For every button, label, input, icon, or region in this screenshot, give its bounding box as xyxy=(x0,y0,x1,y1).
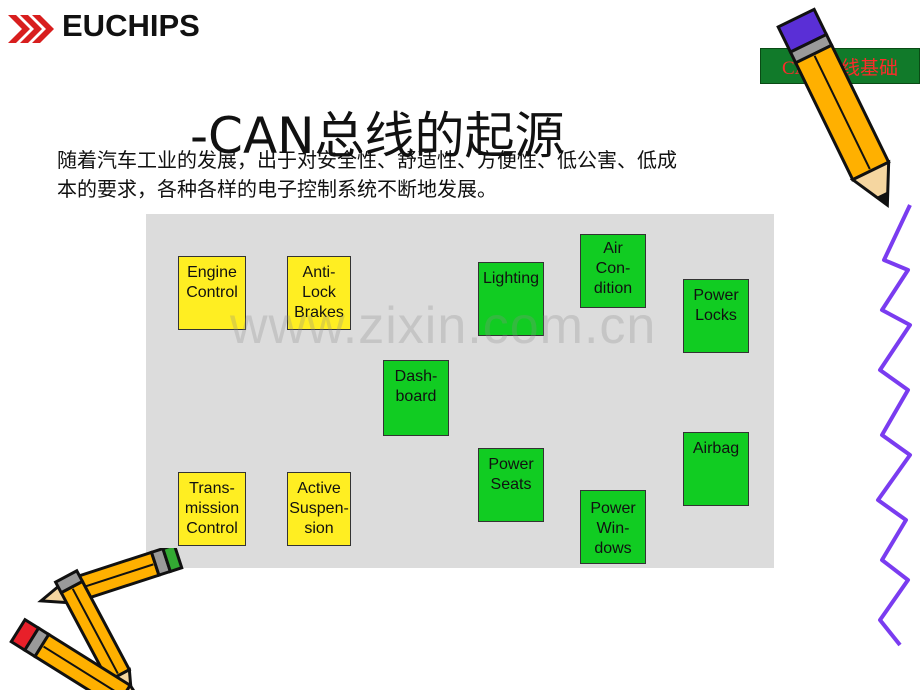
node-active-suspension: Active Suspen- sion xyxy=(287,472,351,546)
node-dashboard: Dash- board xyxy=(383,360,449,436)
node-engine-control: Engine Control xyxy=(178,256,246,330)
node-lighting: Lighting xyxy=(478,262,544,336)
zigzag-line-icon xyxy=(876,204,912,647)
node-anti-lock-brakes: Anti- Lock Brakes xyxy=(287,256,351,330)
pencil-icon xyxy=(776,7,891,208)
logo-text: EUCHIPS xyxy=(62,8,200,43)
node-air-condition: Air Con- dition xyxy=(580,234,646,308)
slide-body: 随着汽车工业的发展，出于对安全性、舒适性、方便性、低公害、低成 本的要求，各种各… xyxy=(57,146,857,204)
node-transmission-control: Trans- mission Control xyxy=(178,472,246,546)
slide-title: -CAN总线的起源 xyxy=(190,107,565,165)
node-airbag: Airbag xyxy=(683,432,749,506)
node-power-seats: Power Seats xyxy=(478,448,544,522)
body-line: 随着汽车工业的发展，出于对安全性、舒适性、方便性、低公害、低成 xyxy=(57,148,677,172)
ecu-diagram: Engine Control Anti- Lock Brakes Trans- … xyxy=(146,214,774,568)
node-power-locks: Power Locks xyxy=(683,279,749,353)
logo-mark-icon xyxy=(8,15,54,43)
euchips-logo: EUCHIPS xyxy=(8,8,200,44)
node-power-windows: Power Win- dows xyxy=(580,490,646,564)
watermark: www.zixin.com.cn xyxy=(230,297,657,355)
crossed-pencils-icon xyxy=(9,548,184,690)
body-line: 本的要求，各种各样的电子控制系统不断地发展。 xyxy=(57,177,497,201)
